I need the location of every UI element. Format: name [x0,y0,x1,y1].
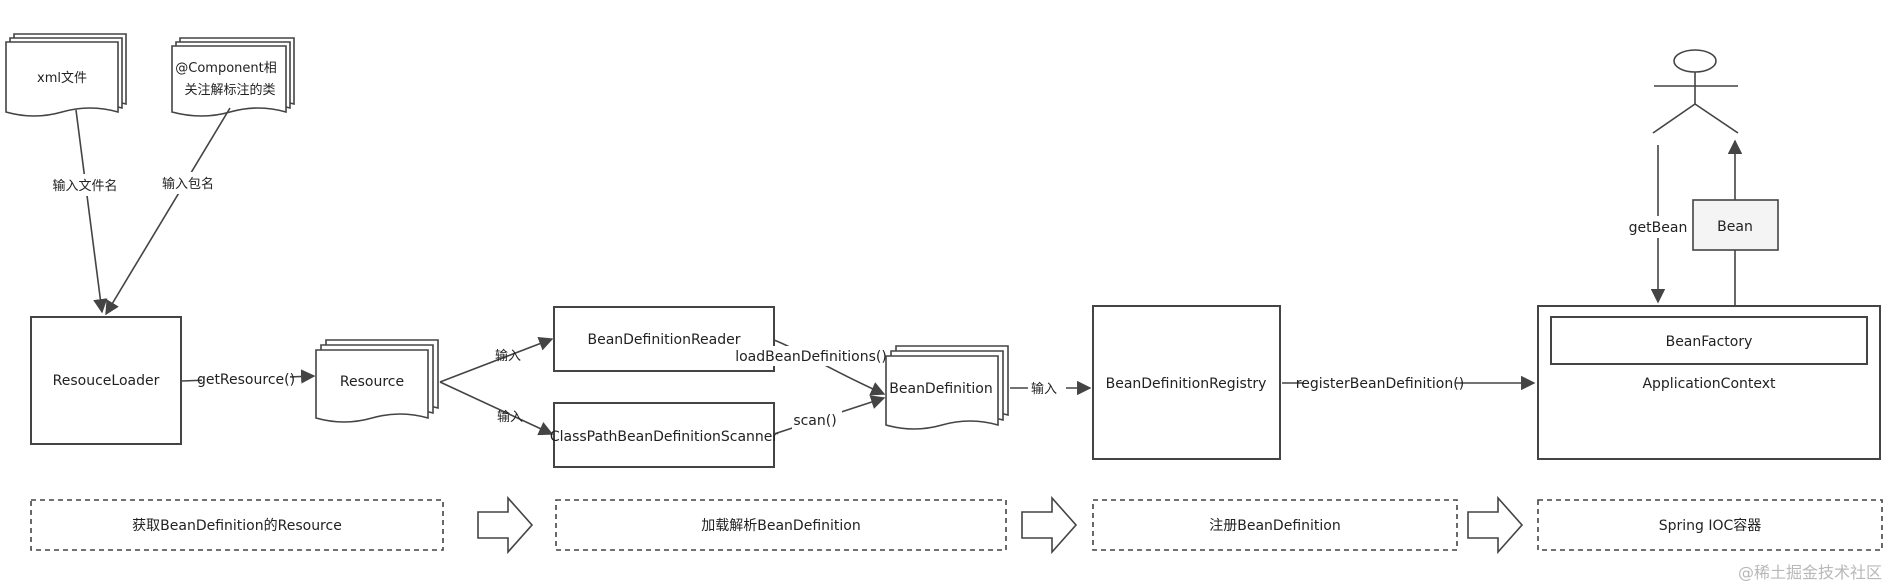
user-actor-icon [1652,49,1739,134]
watermark: @稀土掘金技术社区 [1738,563,1882,582]
stage-arrow-2 [1021,495,1078,555]
stage-arrow-1 [477,495,534,555]
edge-return-bean: Bean [1692,139,1779,306]
edge-label-input-1: 输入 [495,348,521,364]
edge-label-input-3: 输入 [1031,381,1057,397]
edge-get-resource: getResource() [181,368,316,388]
edge-label-input-package: 输入包名 [162,176,214,192]
stage-label-load-parse: 加载解析BeanDefinition [701,518,860,534]
scanner-label: ClassPathBeanDefinitionScanner [550,429,779,445]
bean-label: Bean [1717,219,1753,235]
bean-factory-label: BeanFactory [1666,334,1753,350]
edge-input-reader: 输入 [439,336,554,383]
bean-definition-label: BeanDefinition [889,381,992,397]
stage-label-register: 注册BeanDefinition [1209,518,1340,534]
bean-box [1692,199,1779,251]
bean-definition-document: BeanDefinition [885,345,1009,430]
resource-loader-label: ResouceLoader [53,373,160,389]
bean-factory-box [1550,316,1868,365]
edge-input-registry: 输入 [1010,378,1092,398]
edge-input-filename: 输入文件名 [46,109,124,314]
edge-label-get-resource: getResource() [197,372,295,388]
component-label-line1: @Component相 [175,61,276,76]
stage-resource: 获取BeanDefinition的Resource [30,499,444,551]
edge-label-register-bean-definition: registerBeanDefinition() [1296,376,1464,392]
stage-arrow-3 [1467,495,1524,555]
edge-input-scanner: 输入 [439,381,554,436]
component-class-document: @Component相 关注解标注的类 [171,37,295,117]
edge-register-bean-definition: registerBeanDefinition() [1282,373,1536,393]
edge-label-get-bean: getBean [1629,220,1688,236]
resource-document: Resource [315,339,439,423]
application-context-label: ApplicationContext [1642,376,1776,392]
class-path-scanner-box: ClassPathBeanDefinitionScanner [550,402,779,468]
edge-load-bean-definitions: loadBeanDefinitions() [735,339,887,396]
stage-label-resource: 获取BeanDefinition的Resource [132,518,342,534]
bean-definition-reader-box: BeanDefinitionReader [553,306,775,372]
stage-ioc-container: Spring IOC容器 [1537,499,1883,551]
edge-input-package: 输入包名 [105,107,231,316]
edge-label-input-filename: 输入文件名 [52,178,117,194]
stage-label-ioc-container: Spring IOC容器 [1659,517,1762,534]
edge-label-load-bean-definitions: loadBeanDefinitions() [735,349,887,365]
edge-scan: scan() [773,395,886,435]
edge-label-input-2: 输入 [497,409,523,425]
resource-loader-box: ResouceLoader [30,316,182,445]
edge-get-bean: getBean [1628,145,1688,304]
stage-register: 注册BeanDefinition [1092,499,1458,551]
component-label-line2: 关注解标注的类 [184,82,275,98]
xml-file-label: xml文件 [37,71,87,86]
reader-label: BeanDefinitionReader [587,332,740,348]
application-context-box: BeanFactory ApplicationContext [1537,305,1881,460]
bean-definition-registry-box: BeanDefinitionRegistry [1092,305,1281,460]
edge-label-scan: scan() [793,413,836,429]
registry-label: BeanDefinitionRegistry [1106,376,1267,392]
xml-file-document: xml文件 [5,33,127,117]
stage-load-parse: 加载解析BeanDefinition [555,499,1007,551]
resource-label: Resource [340,374,404,390]
